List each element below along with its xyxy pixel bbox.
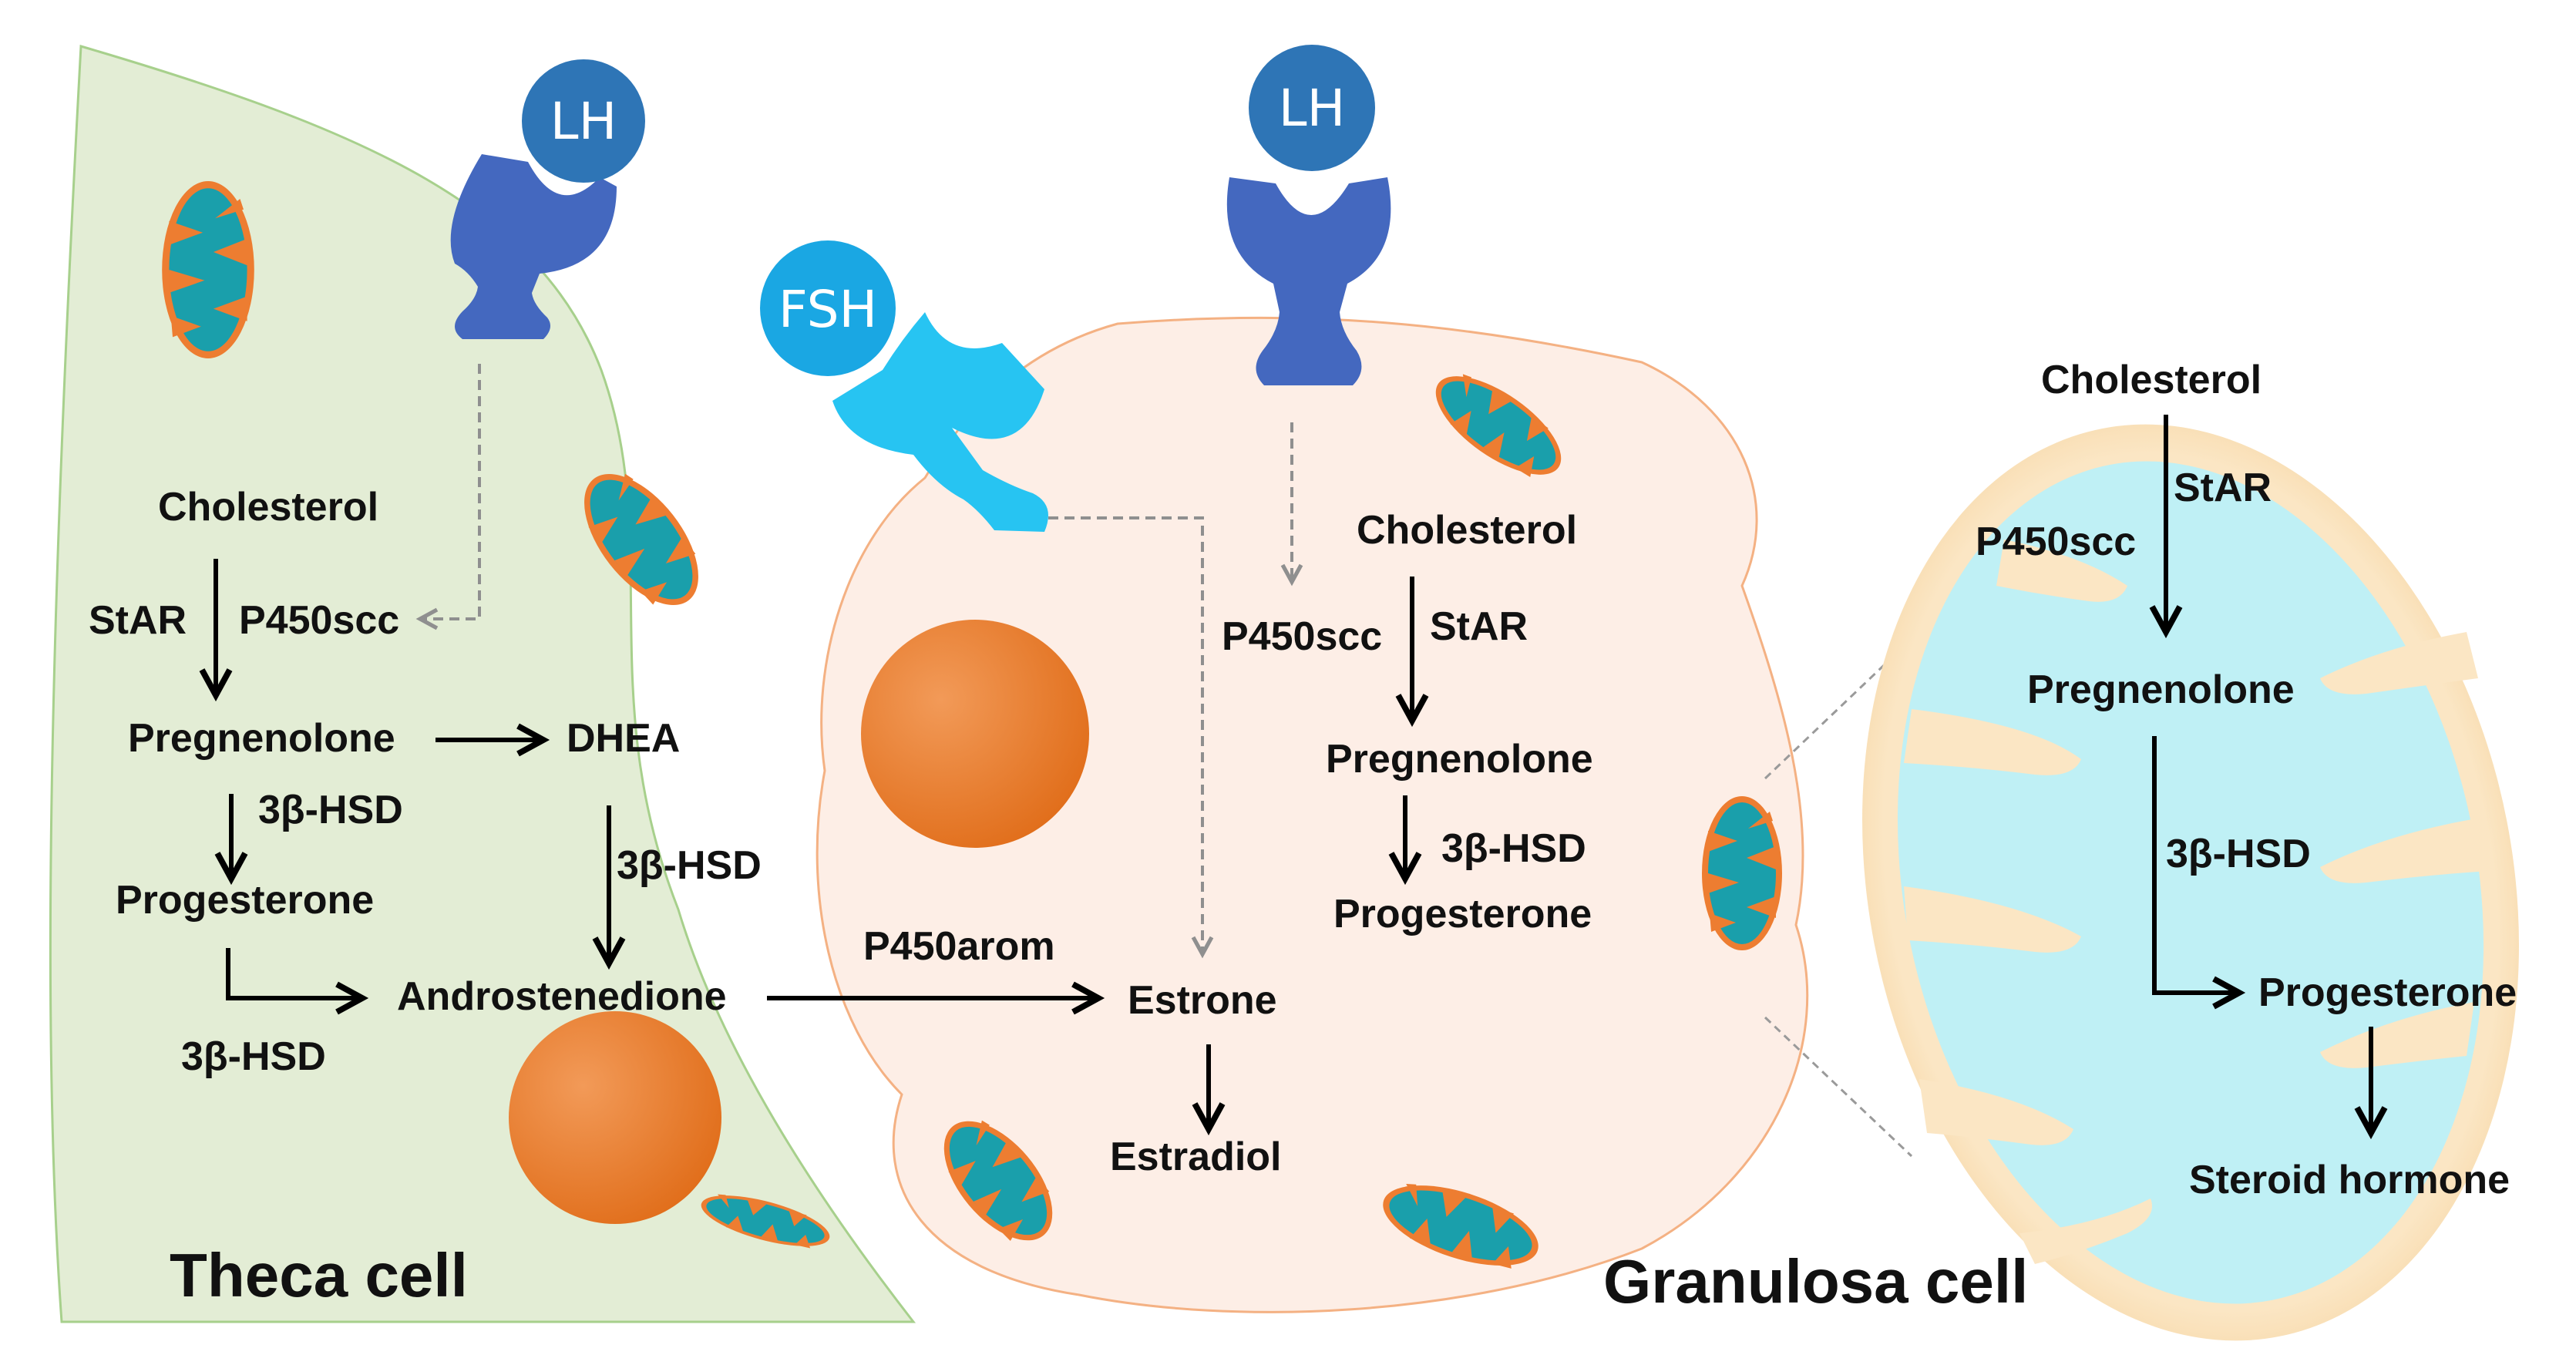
theca-star: StAR: [89, 598, 187, 643]
fsh-label: FSH: [779, 280, 877, 339]
theca-hsd-left: 3β-HSD: [258, 788, 403, 832]
mito-steroid-hormone: Steroid hormone: [2189, 1158, 2510, 1202]
enlarged-mitochondrion: [1862, 424, 2519, 1341]
theca-progesterone: Progesterone: [116, 878, 374, 923]
granulosa-p450scc: P450scc: [1222, 614, 1382, 659]
theca-progesterone-androstenedione-arrow: [226, 948, 369, 1015]
granulosa-cell-title: Granulosa cell: [1603, 1247, 2028, 1316]
zoom-line-top: [1764, 573, 1981, 780]
theca-lh-signal-arrow: [415, 364, 481, 630]
theca-p450scc: P450scc: [239, 598, 399, 643]
granulosa-star: StAR: [1430, 604, 1528, 649]
mito-p450scc: P450scc: [1976, 519, 2136, 564]
mito-pregnenolone: Pregnenolone: [2027, 667, 2295, 712]
fsh-receptor: [832, 312, 1048, 532]
granulosa-cholesterol: Cholesterol: [1357, 508, 1577, 553]
theca-nucleus: [509, 1011, 721, 1224]
granulosa-lh-receptor: [1226, 177, 1391, 385]
theca-hsd-right: 3β-HSD: [617, 843, 762, 888]
theca-lh-receptor: [450, 154, 617, 339]
granulosa-estrone: Estrone: [1128, 978, 1277, 1023]
mito-cholesterol: Cholesterol: [2041, 358, 2262, 402]
theca-hsd-bottom: 3β-HSD: [181, 1034, 326, 1079]
theca-androstenedione: Androstenedione: [397, 974, 727, 1019]
theca-mitochondrion-1: [162, 181, 254, 358]
granulosa-mitochondrion-2: [1702, 796, 1782, 950]
theca-cell-title: Theca cell: [170, 1241, 468, 1310]
mito-pregnenolone-arrow: [2152, 736, 2246, 1010]
theca-pregnenolone: Pregnenolone: [128, 716, 395, 761]
granulosa-estradiol: Estradiol: [1110, 1135, 1282, 1179]
granulosa-lh-label: LH: [1279, 79, 1345, 138]
granulosa-pregnenolone: Pregnenolone: [1326, 737, 1593, 782]
granulosa-nucleus: [861, 620, 1089, 848]
fsh-hormone: [760, 240, 896, 376]
granulosa-progesterone: Progesterone: [1333, 892, 1592, 936]
mito-hsd: 3β-HSD: [2166, 832, 2311, 876]
theca-dhea: DHEA: [567, 716, 680, 761]
mito-progesterone: Progesterone: [2258, 970, 2517, 1015]
theca-lh-label: LH: [550, 92, 617, 151]
zoom-line-bottom: [1764, 1016, 1913, 1158]
theca-lh-hormone: [522, 59, 645, 183]
mito-star: StAR: [2174, 466, 2272, 510]
theca-cholesterol: Cholesterol: [158, 485, 378, 530]
granulosa-lh-hormone: [1249, 45, 1375, 171]
granulosa-hsd: 3β-HSD: [1441, 826, 1586, 871]
aromatase-label: P450arom: [863, 924, 1055, 969]
granulosa-cell-body: [816, 316, 1809, 1313]
fsh-signal-arrow: [1048, 516, 1214, 959]
